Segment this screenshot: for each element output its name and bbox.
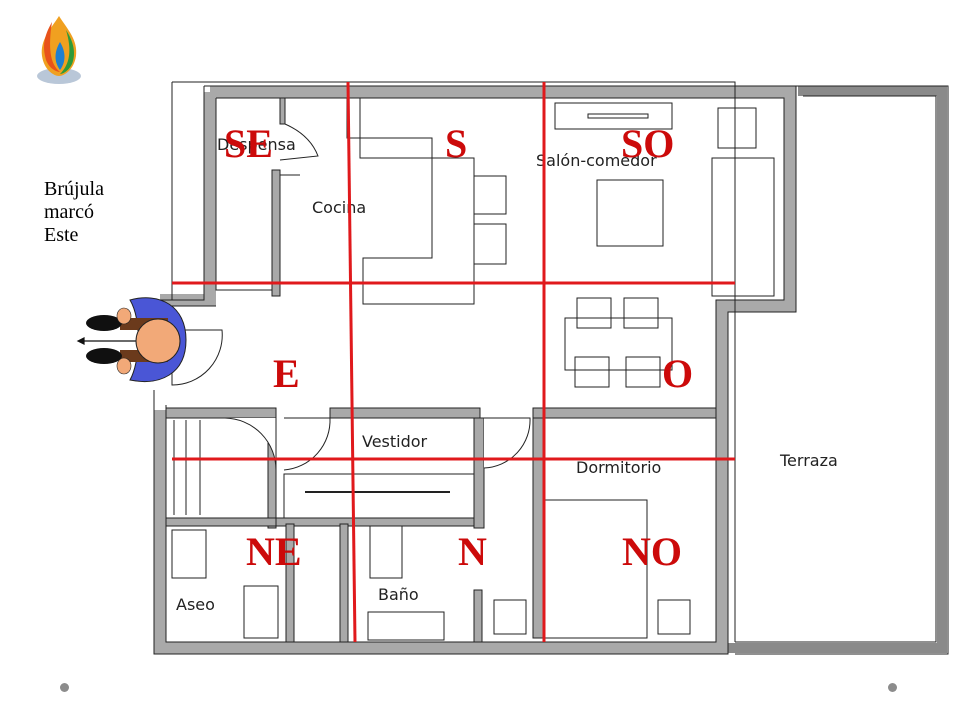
interior-walls — [165, 407, 717, 643]
direction-n: N — [458, 529, 487, 574]
compass-note-line-1: Brújula — [44, 178, 104, 200]
room-label-aseo: Aseo — [176, 595, 215, 614]
compass-arrow — [76, 337, 140, 345]
direction-so: SO — [621, 121, 674, 166]
direction-grid — [172, 81, 735, 643]
closet-fixtures — [173, 420, 475, 519]
direction-e: E — [273, 351, 300, 396]
room-label-salon-comedor: Salón-comedor — [536, 151, 657, 170]
living-furniture — [554, 102, 775, 388]
exterior-wall-outlines — [153, 81, 797, 655]
compass-note-line-2: marcó — [44, 201, 94, 223]
slide-dot-left — [60, 683, 69, 692]
grid-line-vertical-1 — [346, 81, 357, 643]
compass-note: Brújula marcó Este — [44, 178, 154, 247]
bathroom-fixtures — [171, 525, 445, 641]
terrace-wall — [727, 86, 947, 653]
room-label-dormitorio: Dormitorio — [576, 458, 661, 477]
terrace-inner-line — [735, 85, 949, 655]
direction-no: NO — [622, 529, 682, 574]
room-label-cocina: Cocina — [312, 198, 366, 217]
slide-dot-right — [888, 683, 897, 692]
door-swings — [171, 329, 531, 471]
room-label-terraza: Terraza — [779, 451, 838, 470]
direction-s: S — [445, 121, 467, 166]
flame-drop-logo — [37, 16, 81, 84]
direction-ne: NE — [246, 529, 302, 574]
person-top-view-icon — [86, 297, 187, 382]
compass-note-line-3: Este — [44, 224, 79, 246]
room-label-vestidor: Vestidor — [362, 432, 428, 451]
kitchen-counter — [346, 98, 507, 305]
room-label-bano: Baño — [378, 585, 419, 604]
pantry-walls — [271, 97, 286, 297]
room-label-despensa: Despensa — [217, 135, 296, 154]
direction-o: O — [662, 351, 693, 396]
direction-se: SE — [224, 121, 273, 166]
pantry-door — [279, 123, 319, 161]
